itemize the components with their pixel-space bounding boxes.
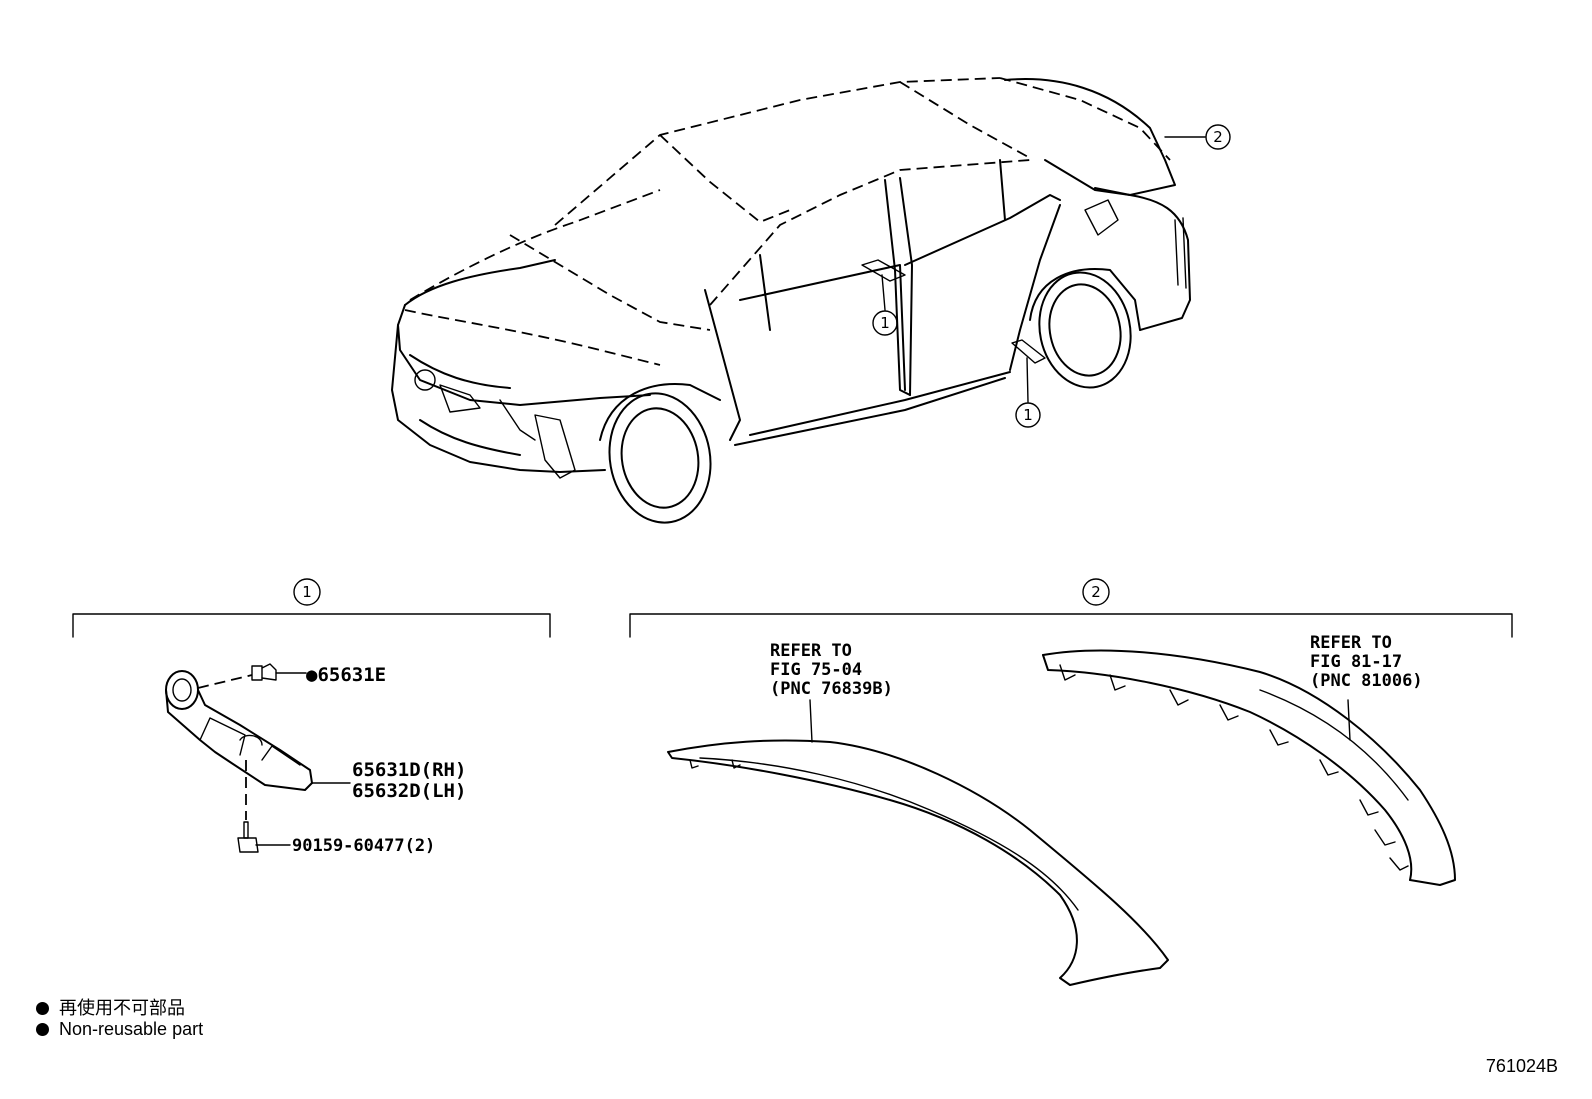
ref-right-line3: (PNC 81006) (1310, 671, 1423, 691)
ref-left-line2: FIG 75-04 (770, 660, 862, 680)
garnish-part (1042, 649, 1456, 886)
part-label-65632D: 65632D(LH) (352, 780, 466, 802)
ref-right-line1: REFER TO (1310, 633, 1392, 653)
legend-en-text: Non-reusable part (59, 1019, 204, 1039)
ref-right-line2: FIG 81-17 (1310, 652, 1402, 672)
group-2: 2 REFER TO FIG 75-04 (629, 578, 1513, 986)
callout-1b-icon (1015, 402, 1041, 428)
callout-group: 2 1 1 (872, 124, 1231, 428)
bolt-part (237, 760, 291, 853)
group-2-header-icon (1082, 578, 1110, 606)
legend-en: Non-reusable part (36, 1019, 203, 1040)
figure-id: 761024B (1485, 1056, 1558, 1076)
part-label-65631D: 65631D(RH) (352, 759, 466, 781)
legend-jp-text: 再使用不可部品 (59, 998, 185, 1018)
bullet-icon (36, 1002, 49, 1015)
part-label-65631E: ●65631E (306, 664, 386, 686)
callout-1b-label: 1 (1023, 406, 1033, 424)
group-1-header-icon (293, 578, 321, 606)
bracket-part (165, 670, 313, 791)
vehicle-illustration (391, 77, 1191, 524)
callout-1-label: 1 (880, 314, 890, 332)
group-2-bracket (629, 613, 1513, 638)
group-1-bracket (72, 613, 551, 638)
bullet-icon (36, 1023, 49, 1036)
callout-1-icon (872, 310, 898, 336)
ref-left-line3: (PNC 76839B) (770, 679, 893, 699)
group-1: 1 ●65631E 65631D(RH) 6 (72, 578, 551, 856)
clip-part (197, 663, 307, 689)
group-1-header: 1 (302, 583, 312, 601)
ref-left-line1: REFER TO (770, 641, 852, 661)
spoiler-part (667, 739, 1169, 986)
callout-2-label: 2 (1213, 128, 1223, 146)
part-label-90159: 90159-60477(2) (292, 836, 435, 856)
group-2-header: 2 (1091, 583, 1101, 601)
callout-2-icon (1205, 124, 1231, 150)
legend-jp: 再使用不可部品 (36, 994, 185, 1020)
